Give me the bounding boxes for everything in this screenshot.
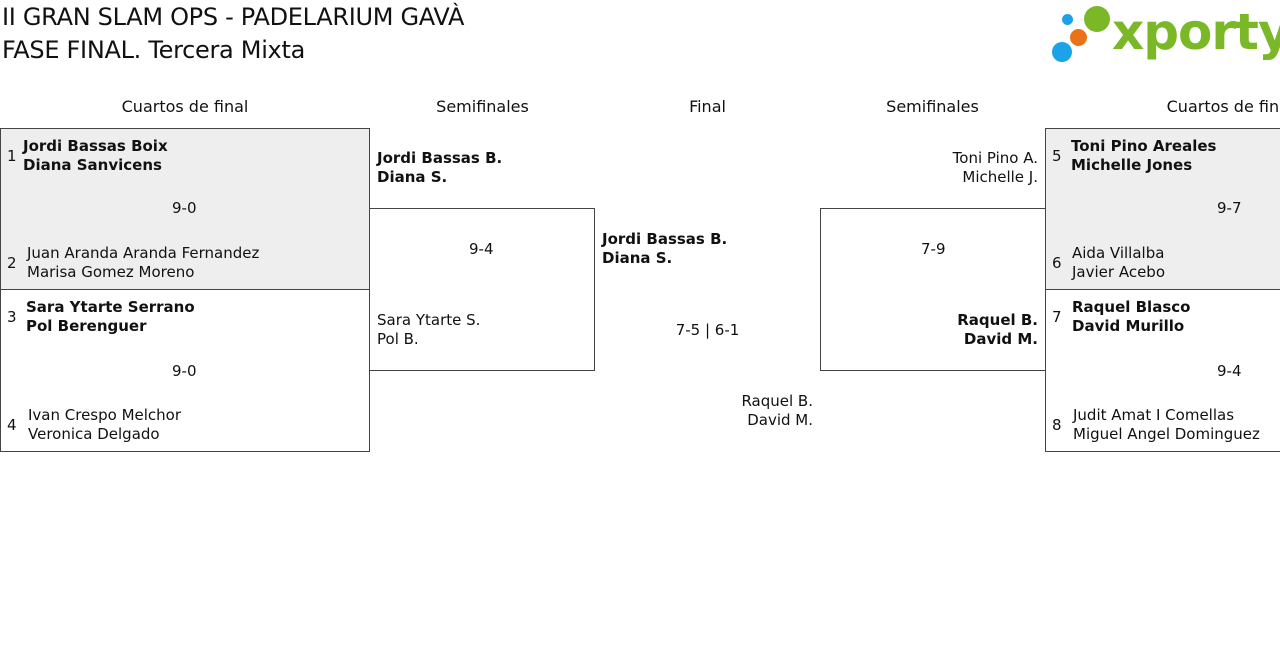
round-header-sf-left: Semifinales [436,97,529,116]
xporty-logo: xporty [1050,3,1280,68]
qf-left-match-2: 3 Sara Ytarte Serrano Pol Berenguer 9-0 … [0,289,370,452]
qf-right-match-2: 7 Raquel Blasco David Murillo 9-4 8 Judi… [1045,289,1280,452]
player-name: Toni Pino A. [952,149,1038,167]
team-winner: Jordi Bassas Boix Diana Sanvicens [23,137,168,175]
qf-left-match-1: 1 Jordi Bassas Boix Diana Sanvicens 9-0 … [0,128,370,290]
player-name: Raquel B. [741,392,813,410]
team-loser: Judit Amat I Comellas Miguel Angel Domin… [1073,406,1260,444]
round-header-qf-right: Cuartos de final [1166,97,1280,116]
player-name: David M. [963,330,1038,348]
player-name: Pol B. [377,330,419,348]
round-header-qf-left: Cuartos de final [121,97,249,116]
player-name: David M. [747,411,813,429]
sf-left-score: 9-4 [469,240,494,258]
match-score: 9-0 [172,199,197,217]
match-score: 9-0 [172,362,197,380]
match-score: 9-7 [1217,199,1242,217]
tournament-title: II GRAN SLAM OPS - PADELARIUM GAVÀ [2,3,465,31]
player-name: Miguel Angel Dominguez [1073,425,1260,443]
sf-right-team-winner: Raquel B. David M. [820,311,1038,349]
player-name: Michelle Jones [1071,156,1193,174]
seed-number: 7 [1052,308,1062,326]
player-name: Jordi Bassas Boix [23,137,168,155]
seed-number: 6 [1052,254,1062,272]
seed-number: 5 [1052,147,1062,165]
player-name: Javier Acebo [1072,263,1165,281]
logo-dot-blue-small [1062,14,1073,25]
logo-dot-blue [1052,42,1072,62]
sf-right-team-loser: Toni Pino A. Michelle J. [820,149,1038,187]
team-loser: Juan Aranda Aranda Fernandez Marisa Gome… [27,244,259,282]
player-name: David Murillo [1072,317,1185,335]
seed-number: 4 [7,416,17,434]
player-name: Raquel Blasco [1072,298,1191,316]
sf-left-team-winner: Jordi Bassas B. Diana S. [377,149,502,187]
team-winner: Toni Pino Areales Michelle Jones [1071,137,1216,175]
player-name: Pol Berenguer [26,317,147,335]
player-name: Diana S. [377,168,448,186]
player-name: Toni Pino Areales [1071,137,1217,155]
seed-number: 8 [1052,416,1062,434]
seed-number: 1 [7,147,17,165]
round-header-sf-right: Semifinales [886,97,979,116]
player-name: Diana S. [602,249,673,267]
sf-left-connector [369,208,595,371]
player-name: Juan Aranda Aranda Fernandez [27,244,260,262]
final-team-loser: Raquel B. David M. [595,392,813,430]
player-name: Ivan Crespo Melchor [28,406,182,424]
player-name: Michelle J. [962,168,1038,186]
player-name: Veronica Delgado [28,425,160,443]
player-name: Judit Amat I Comellas [1073,406,1235,424]
final-score: 7-5 | 6-1 [675,321,740,339]
team-winner: Sara Ytarte Serrano Pol Berenguer [26,298,195,336]
player-name: Diana Sanvicens [23,156,162,174]
team-winner: Raquel Blasco David Murillo [1072,298,1190,336]
round-header-final: Final [689,97,726,116]
logo-text: xporty [1112,3,1280,61]
sf-right-score: 7-9 [921,240,946,258]
final-team-winner: Jordi Bassas B. Diana S. [602,230,727,268]
qf-right-match-1: 5 Toni Pino Areales Michelle Jones 9-7 6… [1045,128,1280,290]
seed-number: 2 [7,254,17,272]
phase-title: FASE FINAL. Tercera Mixta [2,36,305,64]
player-name: Aida Villalba [1072,244,1165,262]
player-name: Jordi Bassas B. [377,149,503,167]
sf-left-team-loser: Sara Ytarte S. Pol B. [377,311,480,349]
player-name: Sara Ytarte Serrano [26,298,195,316]
team-loser: Aida Villalba Javier Acebo [1072,244,1165,282]
team-loser: Ivan Crespo Melchor Veronica Delgado [28,406,181,444]
player-name: Jordi Bassas B. [602,230,728,248]
sf-right-connector [820,208,1046,371]
player-name: Sara Ytarte S. [377,311,481,329]
match-score: 9-4 [1217,362,1242,380]
seed-number: 3 [7,308,17,326]
logo-dot-green [1084,6,1110,32]
player-name: Raquel B. [957,311,1038,329]
player-name: Marisa Gomez Moreno [27,263,195,281]
logo-dot-orange [1070,29,1087,46]
